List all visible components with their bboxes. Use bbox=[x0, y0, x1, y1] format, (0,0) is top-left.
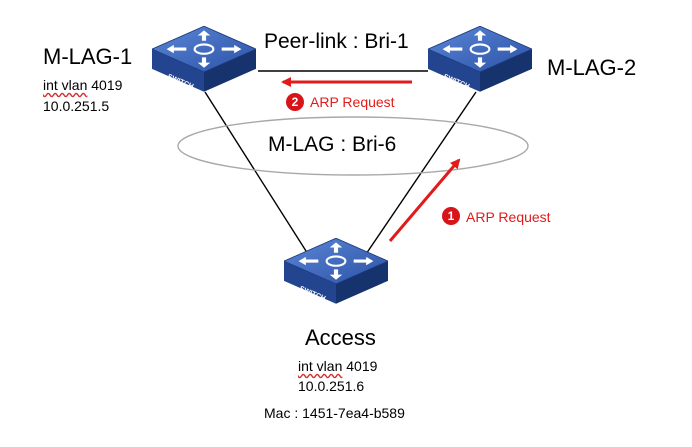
mlag1-ip: 10.0.251.5 bbox=[43, 98, 110, 114]
arp-step-2-badge: 2 bbox=[286, 93, 304, 111]
mlag1-name: M-LAG-1 bbox=[43, 44, 133, 69]
link-mlag2-access bbox=[361, 91, 477, 261]
mlag-ellipse bbox=[177, 116, 529, 176]
access-name: Access bbox=[305, 325, 376, 350]
mlag1-vlan-prefix: int vlan bbox=[43, 77, 88, 93]
mlag-link-label: M-LAG : Bri-6 bbox=[268, 133, 397, 156]
access-vlan: int vlan 4019 bbox=[298, 357, 377, 375]
access-ip: 10.0.251.6 bbox=[298, 378, 365, 394]
mlag1-vlan-num: 4019 bbox=[91, 77, 123, 93]
arp-step-1-badge: 1 bbox=[442, 207, 460, 225]
mlag1-vlan: int vlan 4019 bbox=[43, 76, 122, 94]
switch-mlag1-icon bbox=[152, 26, 256, 93]
access-vlan-prefix: int vlan bbox=[298, 358, 343, 374]
link-mlag1-access bbox=[204, 91, 314, 263]
arp-arrow-1 bbox=[388, 158, 461, 242]
access-vlan-num: 4019 bbox=[346, 358, 378, 374]
arp-label-1: ARP Request bbox=[466, 209, 551, 225]
mlag2-name: M-LAG-2 bbox=[547, 55, 637, 80]
peer-link-label: Peer-link : Bri-1 bbox=[264, 30, 409, 53]
switch-access-icon bbox=[284, 238, 388, 305]
access-mac: Mac : 1451-7ea4-b589 bbox=[264, 405, 405, 421]
switch-mlag2-icon bbox=[428, 26, 532, 93]
arp-label-2: ARP Request bbox=[310, 94, 395, 110]
